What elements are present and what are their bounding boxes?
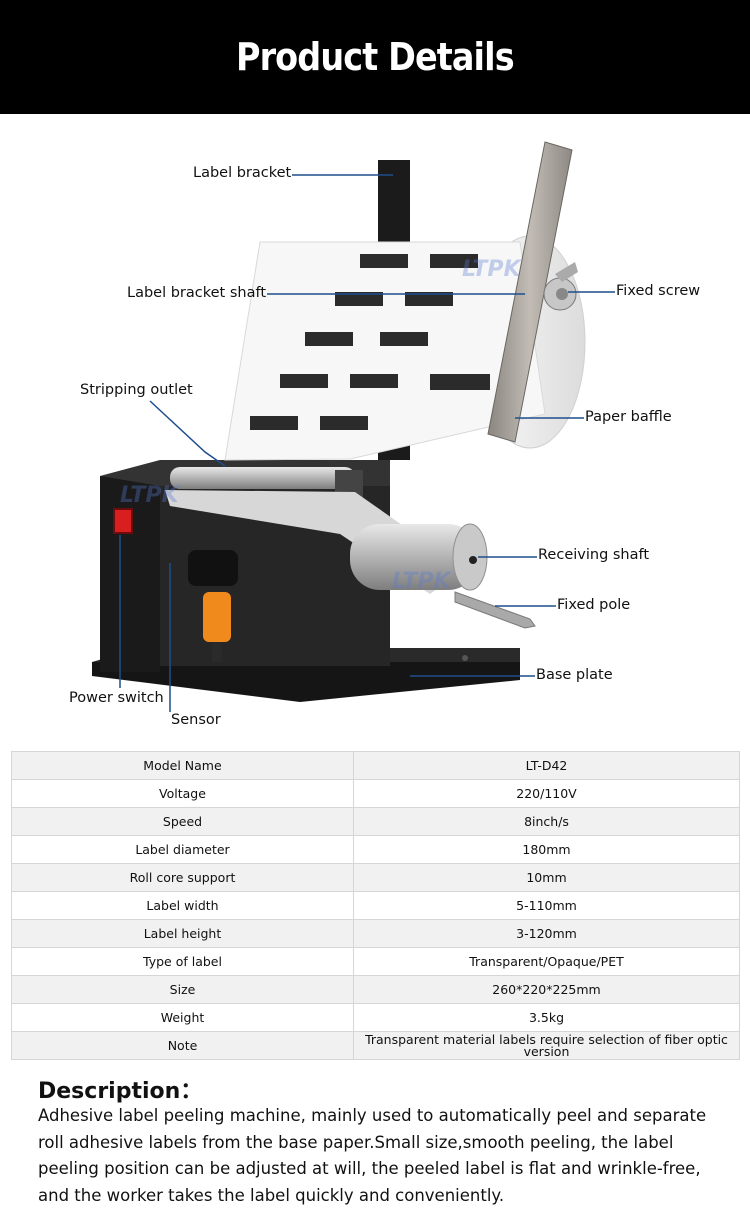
callout-fixed-pole: Fixed pole xyxy=(557,597,631,613)
callout-line-stripping-outlet xyxy=(149,400,226,467)
spec-value: 3-120mm xyxy=(353,919,740,948)
sensor-cable xyxy=(212,642,222,662)
spec-value: LT-D42 xyxy=(353,751,740,780)
spec-value: 5-110mm xyxy=(353,891,740,920)
spec-name: Roll core support xyxy=(11,863,354,892)
sensor-body xyxy=(203,592,231,642)
label-web xyxy=(224,241,546,461)
callout-power-switch: Power switch xyxy=(69,690,164,706)
spec-value: Transparent material labels require sele… xyxy=(353,1031,740,1060)
spec-name: Type of label xyxy=(11,947,354,976)
spec-value: 220/110V xyxy=(353,779,740,808)
receiving-shaft xyxy=(350,524,478,590)
product-figure: LTPK LTPK LTPK Label bracket Label brack… xyxy=(0,114,750,750)
paper-baffle xyxy=(487,141,573,443)
spec-name: Model Name xyxy=(11,751,354,780)
callout-sensor: Sensor xyxy=(171,712,221,728)
spec-name: Size xyxy=(11,975,354,1004)
spec-name: Weight xyxy=(11,1003,354,1032)
spec-name: Label width xyxy=(11,891,354,920)
callout-lines xyxy=(119,174,615,712)
callout-receiving-shaft: Receiving shaft xyxy=(538,547,650,563)
fixed-screw-wing xyxy=(555,262,578,282)
description-title: Description： xyxy=(38,1079,203,1104)
spec-value: 180mm xyxy=(353,835,740,864)
spec-value: 260*220*225mm xyxy=(353,975,740,1004)
watermark-text-1: LTPK xyxy=(462,257,523,282)
power-switch xyxy=(113,508,133,534)
page-title: Product Details xyxy=(236,35,515,79)
watermark-text-3: LTPK xyxy=(392,569,453,594)
callout-paper-baffle: Paper baffle xyxy=(585,409,672,425)
spec-value: 10mm xyxy=(353,863,740,892)
sensor-mount xyxy=(188,550,238,586)
base-plate-screw xyxy=(462,655,468,661)
stripping-outlet-roller xyxy=(170,467,355,489)
backing-paper xyxy=(165,490,465,594)
callout-fixed-screw: Fixed screw xyxy=(616,283,701,299)
spec-name: Label height xyxy=(11,919,354,948)
page-header: Product Details xyxy=(0,0,750,114)
fixed-screw-center xyxy=(556,288,568,300)
spec-name: Voltage xyxy=(11,779,354,808)
callout-label-bracket: Label bracket xyxy=(193,165,292,181)
receiving-shaft-hole xyxy=(469,556,477,564)
callout-base-plate: Base plate xyxy=(536,667,613,683)
spec-value: 3.5kg xyxy=(353,1003,740,1032)
description-body: Adhesive label peeling machine, mainly u… xyxy=(38,1106,707,1205)
watermark-text-2: LTPK xyxy=(120,483,181,508)
spec-name: Note xyxy=(11,1031,354,1060)
fixed-pole xyxy=(454,591,536,629)
machine-illustration: LTPK LTPK LTPK xyxy=(92,141,615,712)
spec-name: Label diameter xyxy=(11,835,354,864)
barcode-labels xyxy=(250,254,490,430)
spec-value: Transparent/Opaque/PET xyxy=(353,947,740,976)
spec-name: Speed xyxy=(11,807,354,836)
callout-stripping-outlet: Stripping outlet xyxy=(80,382,193,398)
base-plate xyxy=(92,662,520,702)
callout-label-bracket-shaft: Label bracket shaft xyxy=(127,285,267,301)
watermark-group: LTPK LTPK LTPK xyxy=(120,257,523,594)
spec-value: 8inch/s xyxy=(353,807,740,836)
